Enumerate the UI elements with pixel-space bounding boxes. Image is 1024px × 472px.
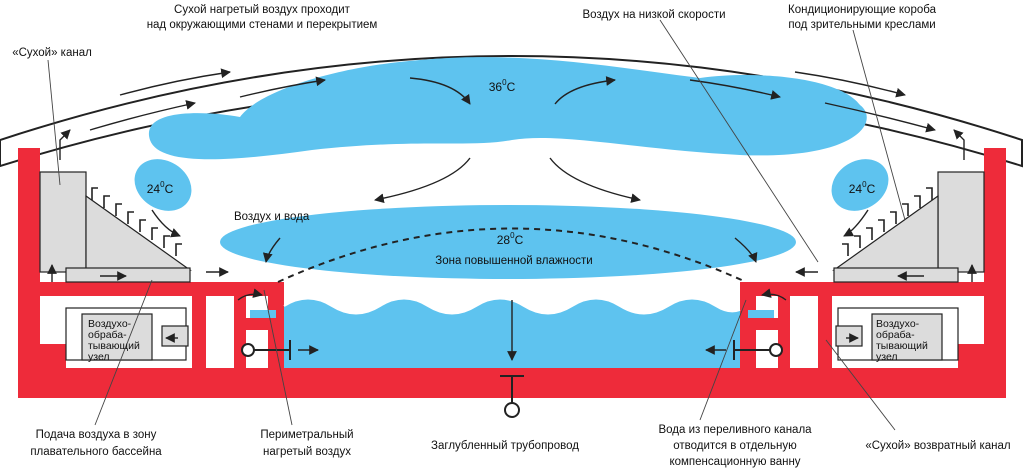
svg-text:под зрительными креслами: под зрительными креслами xyxy=(788,19,935,31)
svg-text:Воздухо-: Воздухо- xyxy=(876,318,920,330)
leader-lines xyxy=(47,19,906,431)
label-conditioning-boxes: Кондиционирующие короба под зрительными … xyxy=(788,4,937,31)
label-dry-channel: «Сухой» канал xyxy=(12,47,92,59)
svg-text:обраба-: обраба- xyxy=(876,329,915,341)
ducts-left xyxy=(65,307,189,361)
svg-text:отводится в отдельную: отводится в отдельную xyxy=(673,440,797,452)
temp-left: 240C xyxy=(147,180,174,196)
seating-left xyxy=(39,171,192,283)
svg-text:компенсационную ванну: компенсационную ванну xyxy=(669,456,800,468)
svg-text:узел: узел xyxy=(88,351,110,363)
label-overflow-water: Вода из переливного канала отводится в о… xyxy=(658,424,812,468)
svg-text:Периметральный: Периметральный xyxy=(260,429,353,441)
hot-air-cloud xyxy=(148,57,867,160)
svg-text:обраба-: обраба- xyxy=(88,329,127,341)
svg-text:Воздухо-: Воздухо- xyxy=(88,318,132,330)
temp-center: 280C xyxy=(497,231,524,247)
svg-text:узел: узел xyxy=(876,351,898,363)
temp-top: 360C xyxy=(489,78,516,94)
humidity-zone-ellipse xyxy=(220,205,796,279)
valve-right xyxy=(769,343,783,357)
label-perimeter-air: Периметральный нагретый воздух xyxy=(260,429,353,458)
seating-right xyxy=(832,171,985,283)
label-pool-air-supply: Подача воздуха в зону плавательного басс… xyxy=(30,429,162,458)
label-buried-pipe: Заглубленный трубопровод xyxy=(431,440,579,452)
svg-text:нагретый воздух: нагретый воздух xyxy=(263,446,351,458)
svg-text:тывающий: тывающий xyxy=(876,340,928,352)
warm-air-zones xyxy=(134,57,889,279)
valve-left xyxy=(241,343,255,357)
label-low-speed-air: Воздух на низкой скорости xyxy=(582,9,725,21)
label-air-and-water: Воздух и вода xyxy=(234,211,310,223)
svg-text:Сухой нагретый воздух проходит: Сухой нагретый воздух проходит xyxy=(174,4,351,16)
label-dry-heated-air: Сухой нагретый воздух проходит над окруж… xyxy=(147,4,378,31)
valve-bottom xyxy=(504,402,520,418)
air-handling-unit-left: Воздухо- обраба- тывающий узел xyxy=(88,318,140,363)
svg-text:Кондиционирующие короба: Кондиционирующие короба xyxy=(788,4,937,16)
svg-text:Подача воздуха в зону: Подача воздуха в зону xyxy=(36,429,157,441)
svg-text:Вода из переливного канала: Вода из переливного канала xyxy=(658,424,812,436)
humid-zone-boundary xyxy=(277,227,747,283)
temp-right: 240C xyxy=(849,180,876,196)
svg-text:плавательного бассейна: плавательного бассейна xyxy=(30,446,162,458)
airflow-arrows xyxy=(47,68,977,361)
warm-spot-right xyxy=(831,159,889,211)
label-dry-return: «Сухой» возвратный канал xyxy=(865,440,1010,452)
svg-text:над окружающими стенами и пере: над окружающими стенами и перекрытием xyxy=(147,19,378,31)
air-handling-unit-right: Воздухо- обраба- тывающий узел xyxy=(876,318,928,363)
warm-spot-left xyxy=(134,159,192,211)
valves xyxy=(241,340,783,418)
svg-text:тывающий: тывающий xyxy=(88,340,140,352)
label-humidity-zone: Зона повышенной влажности xyxy=(435,255,592,267)
